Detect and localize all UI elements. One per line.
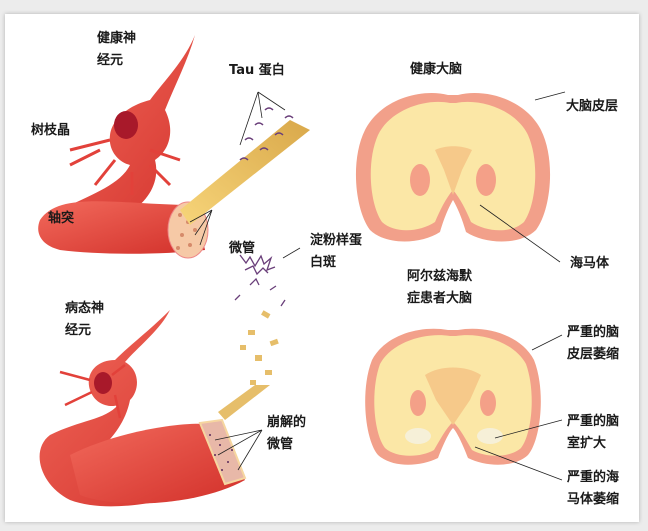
alzheimer-brain-title: 阿尔兹海默症患者大脑: [407, 269, 473, 306]
hippocampus-label: 海马体: [570, 256, 610, 271]
enlarged-ventricle: [425, 367, 481, 425]
tau-protein-label: Tau 蛋白: [229, 63, 285, 78]
microtubule-fragments: [218, 310, 279, 420]
healthy-neuron-body: [42, 35, 205, 245]
axon-label: 轴突: [48, 211, 75, 226]
amyloid-plaque-drawing: [234, 247, 301, 307]
hippocampus-atrophy-label: 严重的海马体萎缩: [567, 470, 620, 507]
disintegrated-microtubule-label: 崩解的微管: [267, 415, 307, 452]
alzheimer-brain-drawing: [365, 328, 563, 481]
healthy-brain-drawing: [355, 91, 566, 263]
nucleus: [114, 111, 138, 139]
tau-protein-strands: [239, 107, 294, 161]
ventricle-enlarge-label: 严重的脑室扩大: [567, 414, 620, 451]
amyloid-plaque-label: 淀粉样蛋白斑: [310, 233, 363, 270]
dendrite-label: 树枝晶: [31, 123, 71, 138]
leader-lines: [189, 91, 286, 246]
healthy-neuron-drawing: [38, 35, 310, 259]
diseased-neuron-drawing: [39, 310, 263, 507]
healthy-brain-title: 健康大脑: [410, 62, 463, 77]
microtubule-label: 微管: [229, 241, 256, 256]
healthy-neuron-label: 健康神经元: [97, 31, 137, 68]
cortex-label: 大脑皮层: [566, 99, 619, 114]
microtubule-cone: [180, 120, 310, 225]
diseased-neuron-label: 病态神经元: [65, 301, 105, 338]
cortex-atrophy-label: 严重的脑皮层萎缩: [567, 325, 620, 362]
